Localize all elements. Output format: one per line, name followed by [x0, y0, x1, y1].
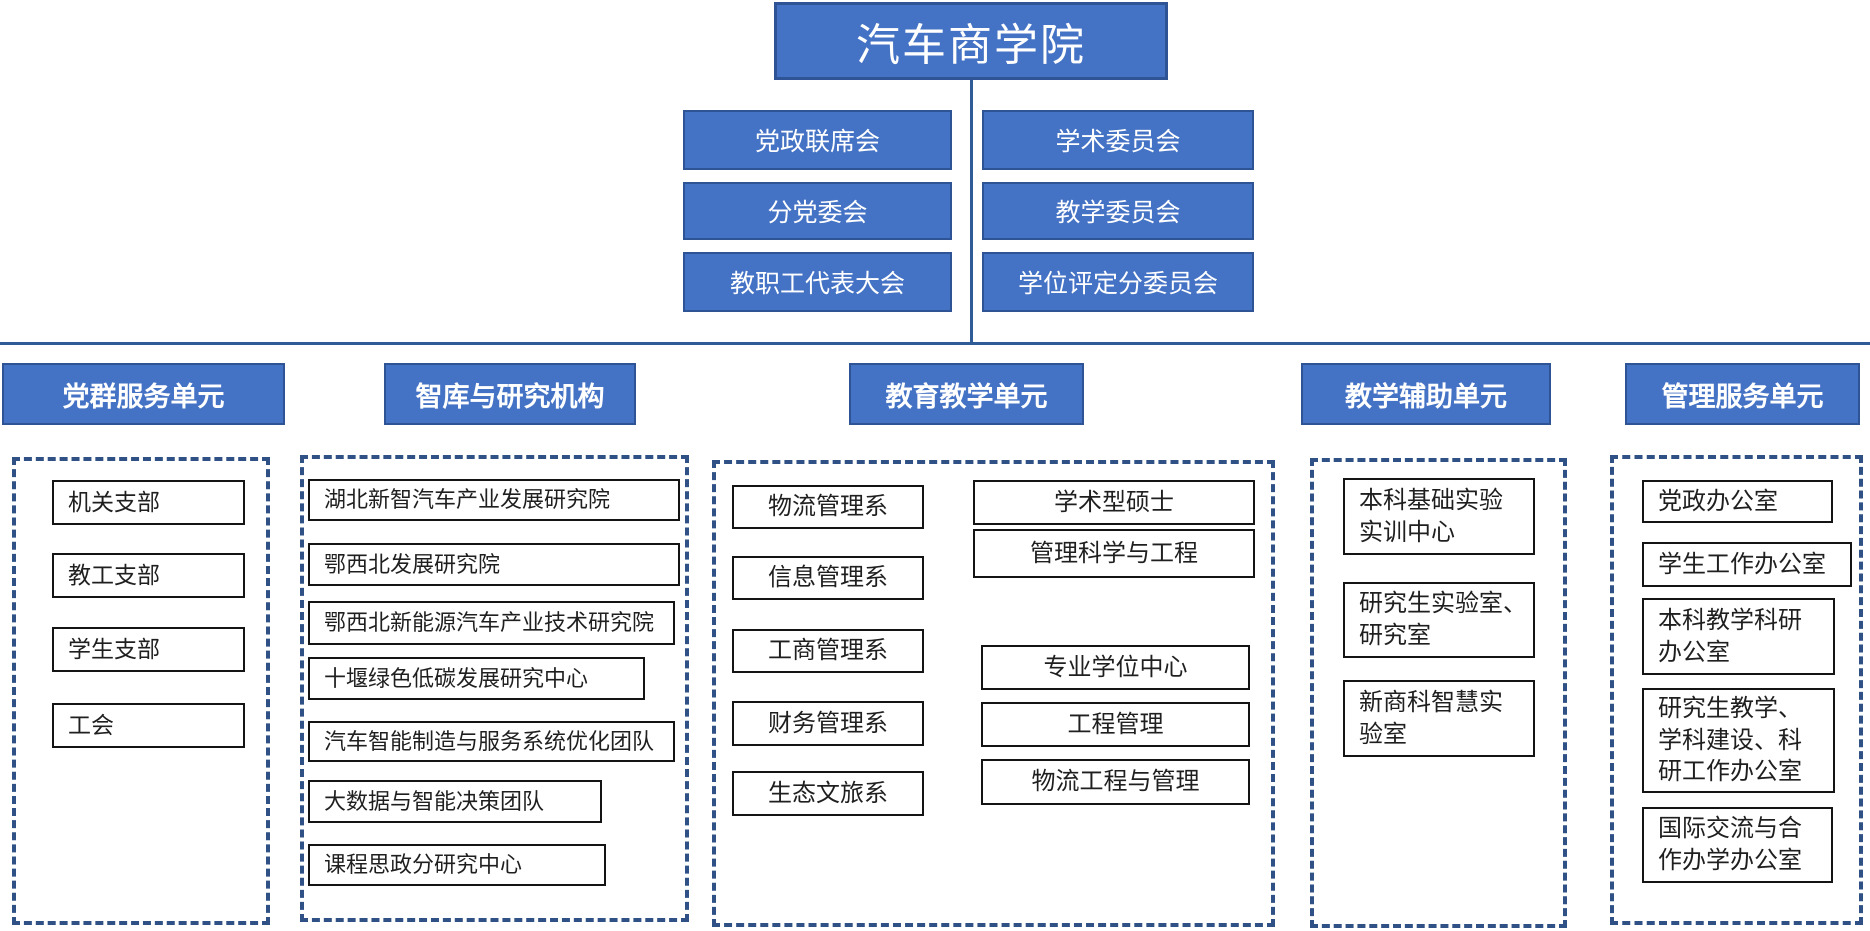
org-unit-box: 十堰绿色低碳发展研究中心	[308, 657, 645, 700]
org-unit-box: 学生支部	[52, 627, 245, 672]
org-unit-box: 国际交流与合 作办学办公室	[1642, 807, 1833, 883]
committee-box: 学术委员会	[982, 110, 1254, 170]
org-unit-box: 鄂西北新能源汽车产业技术研究院	[308, 601, 675, 645]
org-unit-box: 管理科学与工程	[973, 529, 1255, 578]
section-container-think-tank-research	[300, 455, 689, 922]
org-unit-box: 汽车智能制造与服务系统优化团队	[308, 721, 675, 762]
root-title-box: 汽车商学院	[774, 2, 1168, 80]
org-unit-box: 党政办公室	[1642, 480, 1833, 523]
horizontal-divider-line	[0, 342, 1870, 345]
org-unit-box: 本科教学科研 办公室	[1642, 598, 1835, 675]
section-container-admin-services	[1610, 455, 1863, 925]
org-unit-box: 课程思政分研究中心	[308, 844, 606, 886]
org-unit-box: 湖北新智汽车产业发展研究院	[308, 479, 680, 521]
org-unit-box: 工会	[52, 703, 245, 748]
org-unit-box: 本科基础实验 实训中心	[1343, 478, 1535, 555]
committee-box: 分党委会	[683, 182, 952, 240]
org-unit-box: 研究生实验室、 研究室	[1343, 582, 1535, 658]
org-unit-box: 教工支部	[52, 553, 245, 598]
org-unit-box: 研究生教学、 学科建设、科 研工作办公室	[1642, 688, 1835, 793]
section-header-party-mass-services: 党群服务单元	[2, 363, 285, 425]
org-unit-box: 鄂西北发展研究院	[308, 543, 680, 586]
section-header-think-tank-research: 智库与研究机构	[384, 363, 636, 425]
org-unit-box: 生态文旅系	[732, 771, 924, 816]
committee-box: 党政联席会	[683, 110, 952, 170]
committee-box: 教职工代表大会	[683, 252, 952, 312]
org-unit-box: 专业学位中心	[981, 645, 1250, 690]
section-container-party-mass-services	[12, 457, 270, 925]
section-container-teaching-support	[1310, 458, 1567, 928]
section-container-education-teaching	[712, 460, 1275, 927]
committee-box: 学位评定分委员会	[982, 252, 1254, 312]
vertical-connector-line	[970, 80, 973, 343]
org-unit-box: 物流管理系	[732, 485, 924, 529]
committee-box: 教学委员会	[982, 182, 1254, 240]
section-header-education-teaching: 教育教学单元	[849, 363, 1084, 425]
org-unit-box: 新商科智慧实 验室	[1343, 680, 1535, 757]
org-unit-box: 学术型硕士	[973, 480, 1255, 525]
org-unit-box: 财务管理系	[732, 701, 924, 746]
org-unit-box: 信息管理系	[732, 556, 924, 600]
section-header-teaching-support: 教学辅助单元	[1301, 363, 1551, 425]
org-unit-box: 物流工程与管理	[981, 759, 1250, 805]
org-unit-box: 大数据与智能决策团队	[308, 780, 602, 823]
org-unit-box: 工程管理	[981, 702, 1250, 747]
org-unit-box: 机关支部	[52, 480, 245, 525]
section-header-admin-services: 管理服务单元	[1625, 363, 1860, 425]
org-unit-box: 工商管理系	[732, 629, 924, 673]
org-unit-box: 学生工作办公室	[1642, 542, 1852, 587]
